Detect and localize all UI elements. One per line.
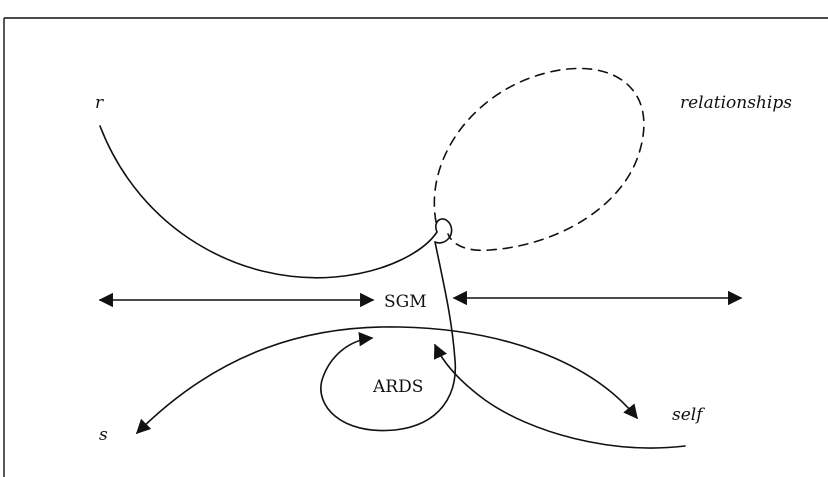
center-loop <box>434 218 453 244</box>
label-relationships: relationships <box>680 93 792 113</box>
label-r: r <box>95 93 104 113</box>
self-return-curve <box>433 343 686 449</box>
vertical-strand <box>320 241 457 432</box>
relationships-ellipse <box>433 67 645 252</box>
label-sgm: SGM <box>384 292 427 312</box>
label-ards: ARDS <box>372 377 423 397</box>
r-curve <box>99 125 438 279</box>
label-s: s <box>99 425 108 445</box>
s-self-arc <box>135 326 638 435</box>
label-self: self <box>672 405 705 425</box>
